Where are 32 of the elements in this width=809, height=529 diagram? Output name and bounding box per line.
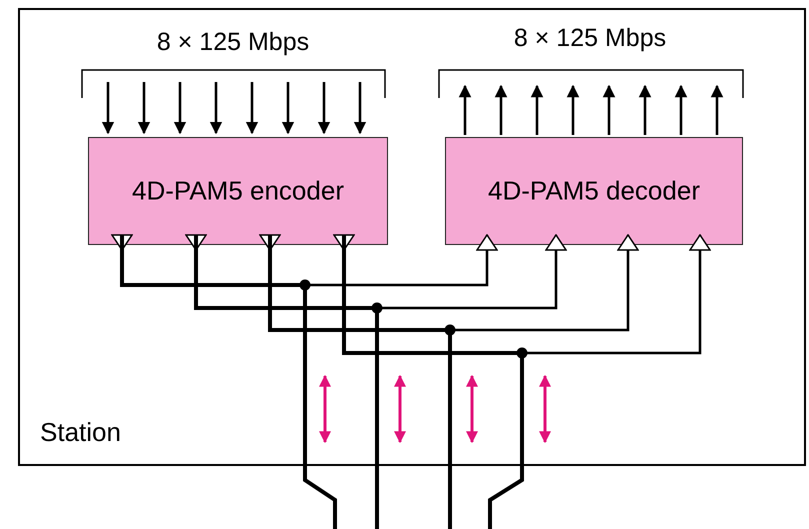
arrow [246, 82, 258, 134]
decoder-label: 4D-PAM5 decoder [488, 176, 700, 206]
wire [259, 234, 639, 332]
arrow [530, 84, 544, 135]
decoder-box [445, 137, 743, 245]
rate-label: 8 × 125 Mbps [514, 24, 666, 53]
wire [111, 234, 498, 286]
station-label: Station [40, 417, 121, 448]
arrow [174, 82, 186, 134]
wire [333, 234, 711, 354]
arrow [602, 84, 616, 135]
arrow [638, 84, 652, 135]
wire [194, 235, 379, 529]
arrow [710, 84, 724, 135]
wire [268, 235, 452, 529]
station-box [18, 8, 806, 466]
encoder-label: 4D-PAM5 encoder [132, 176, 344, 206]
arrow [210, 82, 222, 134]
rate-label: 8 × 125 Mbps [156, 28, 310, 57]
wire [342, 235, 524, 529]
arrow [138, 82, 150, 134]
arrow [674, 84, 688, 135]
wire [185, 234, 567, 310]
encoder-box [88, 137, 388, 245]
arrow [354, 82, 366, 134]
arrow [318, 82, 330, 134]
arrow [494, 84, 508, 135]
arrow [458, 84, 472, 135]
arrow [566, 84, 580, 135]
wire [120, 235, 337, 529]
arrow [102, 82, 114, 134]
arrow [282, 82, 294, 134]
